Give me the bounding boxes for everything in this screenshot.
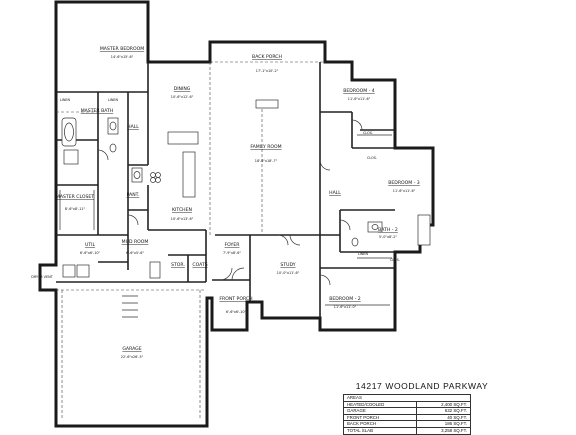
bath-2-name: BATH - 2 <box>378 227 398 233</box>
linen-b-label: LINEN <box>108 98 119 102</box>
clos-a-label: CLOS. <box>363 131 373 135</box>
area-value: 2,400 SQ.FT. <box>415 400 472 409</box>
area-label: BACK PORCH <box>343 420 417 428</box>
area-total-row: TOTAL SLAB 3,258 SQ.FT. <box>343 426 472 435</box>
study-name: STUDY <box>280 262 295 268</box>
tub-basin <box>64 122 74 142</box>
coats-name: COATS <box>192 262 207 268</box>
room-labels: MASTER BEDROOM 14'-6"x15'-6" MASTER BATH… <box>31 46 420 359</box>
linen-c-label: LINEN <box>358 252 369 256</box>
kitchen-counter <box>167 131 199 145</box>
master-bath-name: MASTER BATH <box>81 108 114 114</box>
master-closet-name: MASTER CLOSET <box>56 194 94 200</box>
mud-room-name: MUD ROOM <box>122 239 149 245</box>
foyer-name: FOYER <box>225 242 241 248</box>
utility-name: UTIL <box>85 242 96 248</box>
bath-2-sink <box>371 224 379 230</box>
bath-2-toilet <box>351 237 359 247</box>
powder-sink-bowl <box>133 171 141 179</box>
garage-shelf-marks <box>122 295 138 318</box>
front-porch-name: FRONT PORCH <box>219 296 252 302</box>
garage-name: GARAGE <box>122 346 141 352</box>
bedroom-2-name: BEDROOM - 2 <box>329 296 361 302</box>
area-value: 186 SQ.FT. <box>415 420 472 428</box>
interior-walls <box>56 62 395 318</box>
cooktop-burner <box>150 172 156 178</box>
area-row: BACK PORCH 186 SQ.FT. <box>343 420 472 428</box>
dashed-lines <box>56 61 325 420</box>
area-row: FRONT PORCH 40 SQ.FT. <box>343 413 472 422</box>
shower <box>63 149 79 165</box>
dining-size: 10'-6"x12'-6" <box>171 95 194 99</box>
utility-size: 6'-6"x6'-10" <box>80 251 101 255</box>
front-porch-size: 6'-6"x6'-10" <box>226 310 247 314</box>
area-label: GARAGE <box>343 407 417 415</box>
dryer-vent-label: DRYER VENT <box>31 275 53 279</box>
area-total-value: 3,258 SQ.FT. <box>415 426 472 435</box>
door-swings <box>97 119 363 286</box>
foyer-size: 7'-9"x8'-6" <box>223 251 242 255</box>
pantry-name: PANT. <box>127 192 140 198</box>
area-value: 632 SQ.FT. <box>415 407 472 415</box>
back-porch-size: 17'-1"x10'-2" <box>256 69 279 73</box>
mud-room-size: 6'-6"x5'-6" <box>126 251 145 255</box>
area-row: GARAGE 632 SQ.FT. <box>343 407 472 415</box>
linen-a-label: LINEN <box>60 98 71 102</box>
hall-right-name: HALL <box>329 190 341 196</box>
closet-shelves <box>59 134 392 306</box>
water-heater <box>149 261 161 279</box>
clos-c-label: CLOS. <box>390 258 400 262</box>
area-table: AREAS HEATED/COOLED 2,400 SQ.FT. GARAGE … <box>343 394 472 435</box>
bedroom-2-size: 11'-6"x11'-0" <box>334 305 357 309</box>
plan-title: 14217 WOODLAND PARKWAY <box>355 381 489 391</box>
family-room-size: 18'-6"x18'-7" <box>255 159 278 163</box>
bedroom-4-size: 11'-6"x11'-6" <box>348 97 371 101</box>
plumbing-fixtures <box>61 99 431 279</box>
bedroom-3-name: BEDROOM - 3 <box>388 180 420 186</box>
bath-2-tub <box>417 214 431 246</box>
washer <box>62 264 76 278</box>
area-row: HEATED/COOLED 2,400 SQ.FT. <box>343 400 472 409</box>
family-room-name: FAMILY ROOM <box>250 144 281 150</box>
kitchen-size: 10'-6"x13'-6" <box>171 217 194 221</box>
bath-2-size: 5'-0"x8'-2" <box>379 235 398 239</box>
master-bedroom-size: 14'-6"x15'-6" <box>111 55 134 59</box>
cooktop-burner <box>150 177 156 183</box>
dining-name: DINING <box>174 86 191 92</box>
sink-bowl <box>109 121 117 131</box>
area-table-heading-row: AREAS <box>343 394 471 402</box>
area-table-heading: AREAS <box>343 394 471 402</box>
back-porch-name: BACK PORCH <box>252 54 282 60</box>
hall-center-name: HALL <box>127 124 139 130</box>
area-label: HEATED/COOLED <box>343 400 417 409</box>
study-size: 10'-0"x11'-6" <box>277 271 300 275</box>
cooktop-burner <box>155 177 161 183</box>
storage-name: STOR. <box>171 262 185 268</box>
cooktop-burner <box>155 172 161 178</box>
kitchen-island <box>182 151 196 198</box>
fireplace <box>255 99 279 109</box>
toilet <box>109 143 117 153</box>
clos-b-label: CLOS. <box>367 156 377 160</box>
exterior-walls <box>38 0 435 428</box>
master-bedroom-name: MASTER BEDROOM <box>100 46 144 52</box>
master-closet-size: 8'-6"x8'-11" <box>65 207 86 211</box>
kitchen-name: KITCHEN <box>172 207 192 213</box>
area-label: FRONT PORCH <box>343 413 417 422</box>
bedroom-3-size: 11'-6"x11'-6" <box>393 189 416 193</box>
dryer <box>76 264 90 278</box>
area-total-label: TOTAL SLAB <box>343 426 417 435</box>
area-value: 40 SQ.FT. <box>415 413 472 422</box>
garage-size: 22'-6"x26'-5" <box>121 355 144 359</box>
bedroom-4-name: BEDROOM - 4 <box>343 88 375 94</box>
